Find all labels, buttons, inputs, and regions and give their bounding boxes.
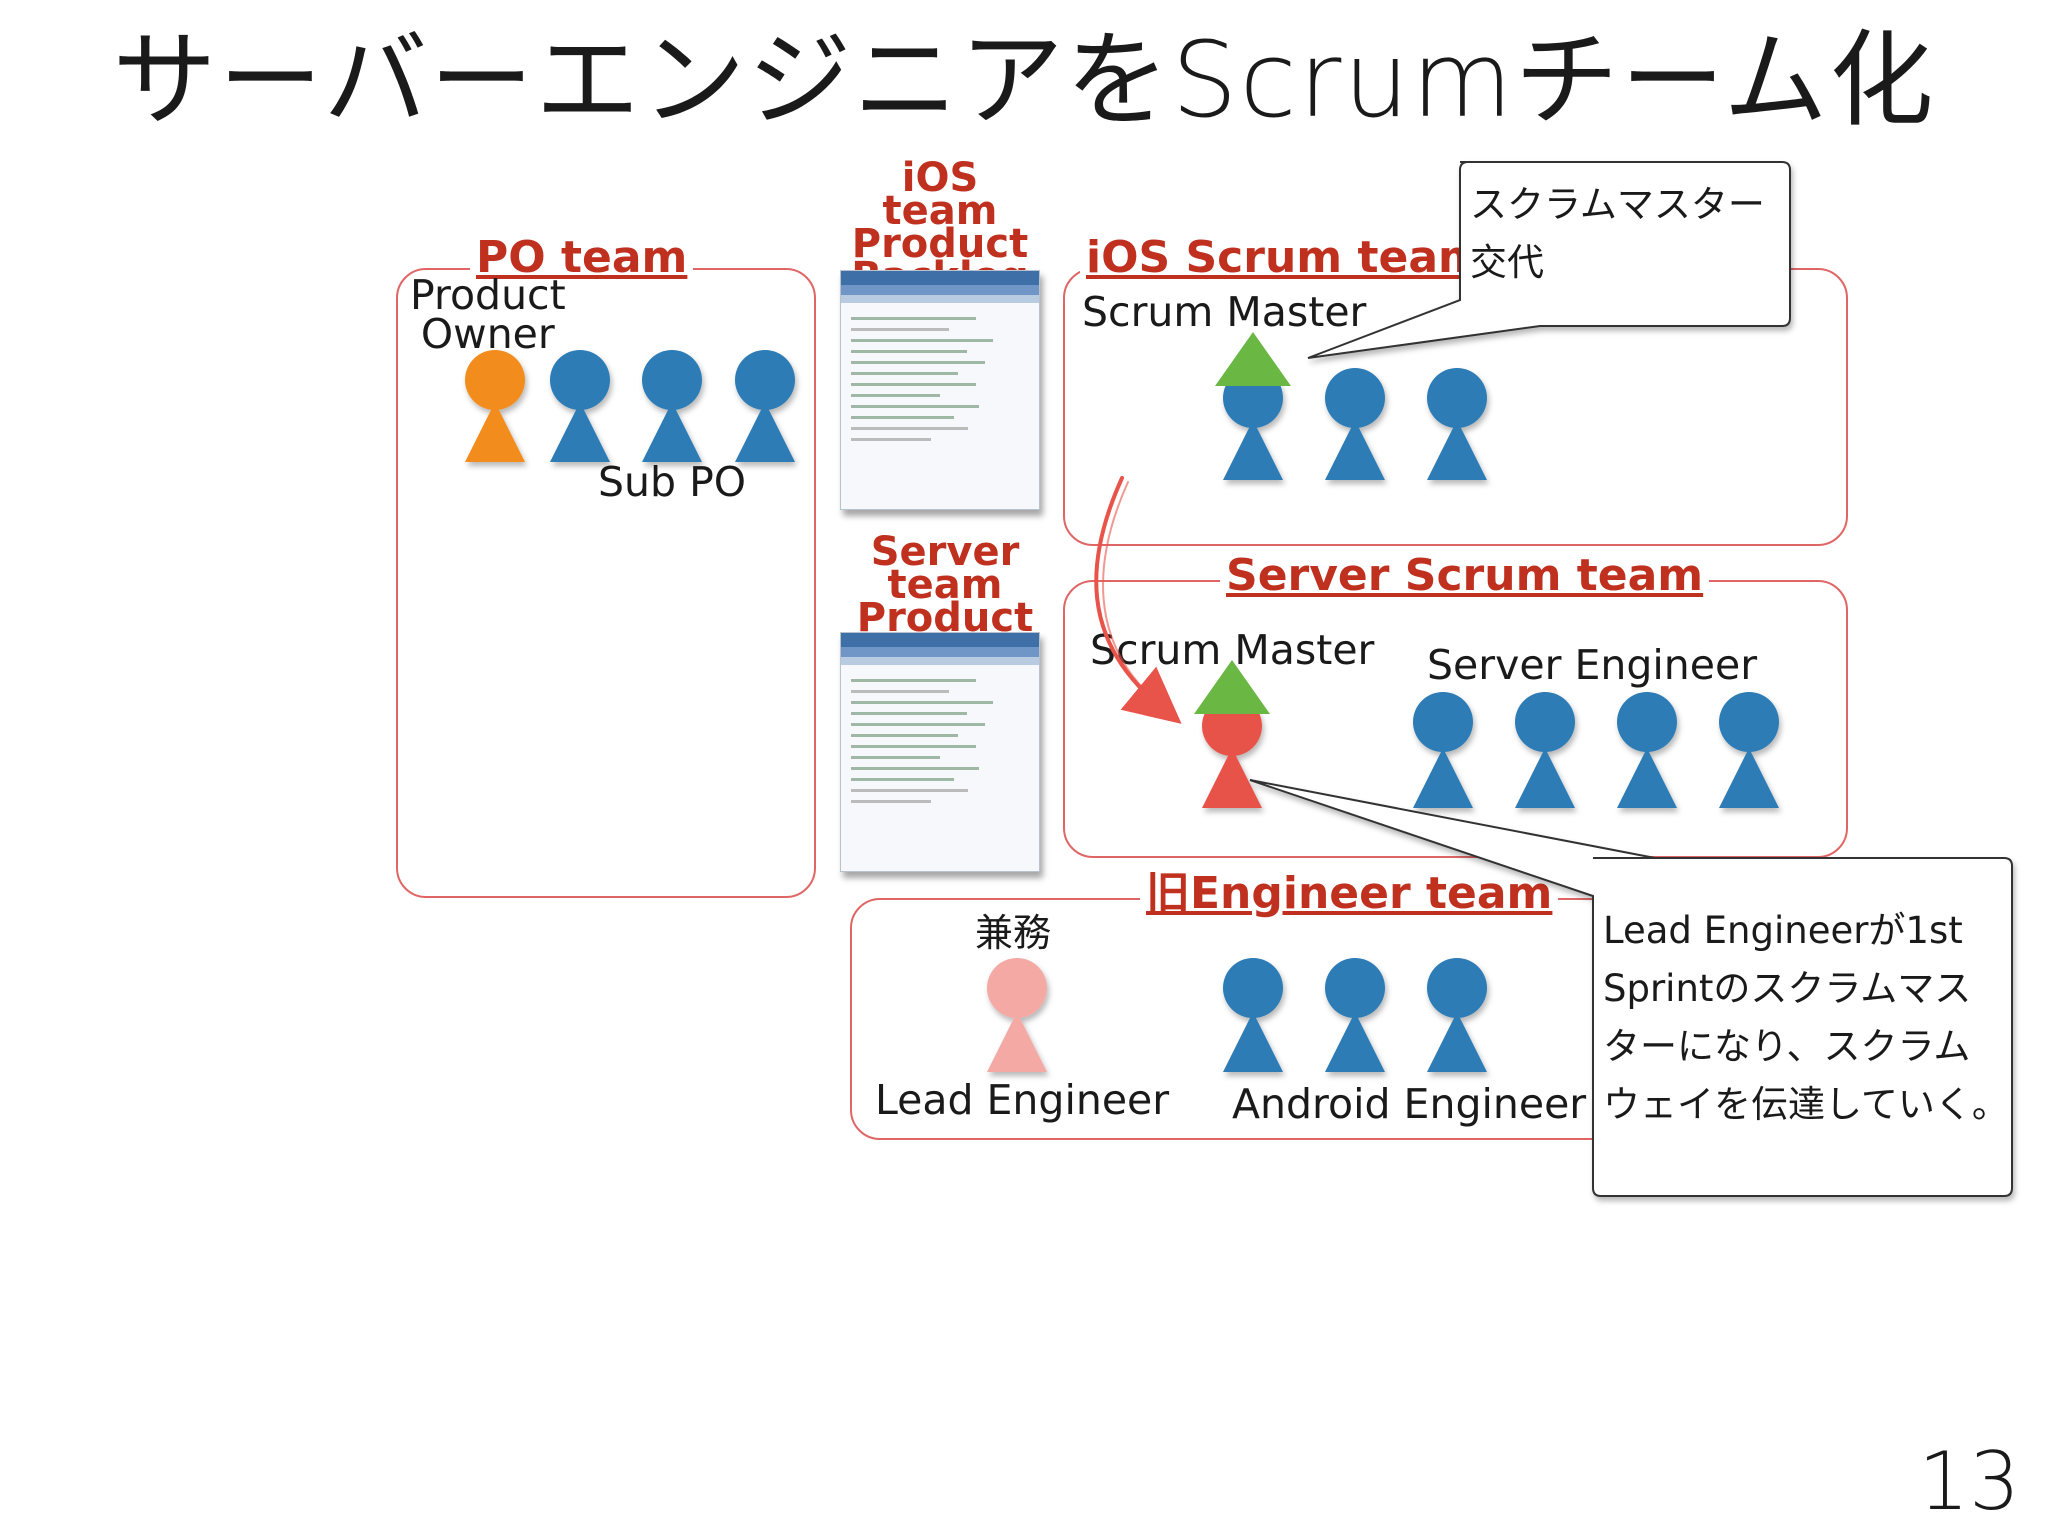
- person-icon: [735, 350, 795, 462]
- person-icon: [1325, 958, 1385, 1072]
- person-icon: [987, 958, 1047, 1072]
- ios-backlog-label: iOS team Product Backlog: [851, 155, 1029, 297]
- callout-bottom-shape: [1249, 779, 2013, 1197]
- callout-bottom-line: ターになり、スクラム: [1603, 1025, 1971, 1068]
- ios-backlog-screenshot: [840, 270, 1040, 510]
- person-icon: [1427, 368, 1487, 480]
- callout-top-line: スクラムマスター: [1470, 183, 1765, 226]
- android-engineer-label: Android Engineer: [1232, 1080, 1587, 1128]
- callout-top-line: 交代: [1470, 241, 1544, 284]
- ios-scrum-master-label: Scrum Master: [1082, 288, 1367, 336]
- sub-po-label: Sub PO: [598, 458, 747, 506]
- person-icon: [1413, 692, 1473, 808]
- person-icon: [1427, 958, 1487, 1072]
- person-icon: [1325, 368, 1385, 480]
- slide-title: サーバーエンジニアをScrumチーム化: [112, 19, 1936, 141]
- product-owner-label: Product Owner: [410, 271, 566, 358]
- person-icon: [642, 350, 702, 462]
- old-engineer-team-label: 旧Engineer team: [1140, 872, 1559, 916]
- person-icon: [1617, 692, 1677, 808]
- callout-top-shape: [1307, 161, 1791, 359]
- callout-bottom-line: Lead Engineerが1st: [1603, 909, 1963, 952]
- callout-top-text: スクラムマスター 交代: [1470, 176, 1765, 292]
- lead-engineer-label: Lead Engineer: [875, 1076, 1170, 1124]
- scrum-master-hat-icon: [1215, 332, 1291, 386]
- page-number: 13: [1918, 1435, 2020, 1528]
- callout-bottom-text: Lead Engineerが1st Sprintのスクラムマス ターになり、スク…: [1603, 902, 2009, 1134]
- transfer-arrow-icon: [1094, 476, 1182, 724]
- person-icon: [550, 350, 610, 462]
- server-engineer-label: Server Engineer: [1427, 641, 1758, 689]
- person-icon: [1223, 958, 1283, 1072]
- ios-scrum-team-label: iOS Scrum team: [1080, 236, 1490, 280]
- scrum-master-hat-icon: [1194, 660, 1270, 714]
- person-icon: [1515, 692, 1575, 808]
- server-scrum-team-label: Server Scrum team: [1220, 554, 1710, 598]
- person-icon: [465, 350, 525, 462]
- server-backlog-screenshot: [840, 632, 1040, 872]
- callout-bottom-line: Sprintのスクラムマス: [1603, 967, 1972, 1010]
- kenmu-label: 兼務: [975, 911, 1052, 955]
- po-team-label: PO team: [470, 236, 694, 280]
- person-icon: [1719, 692, 1779, 808]
- callout-bottom-line: ウェイを伝達していく。: [1603, 1083, 2009, 1126]
